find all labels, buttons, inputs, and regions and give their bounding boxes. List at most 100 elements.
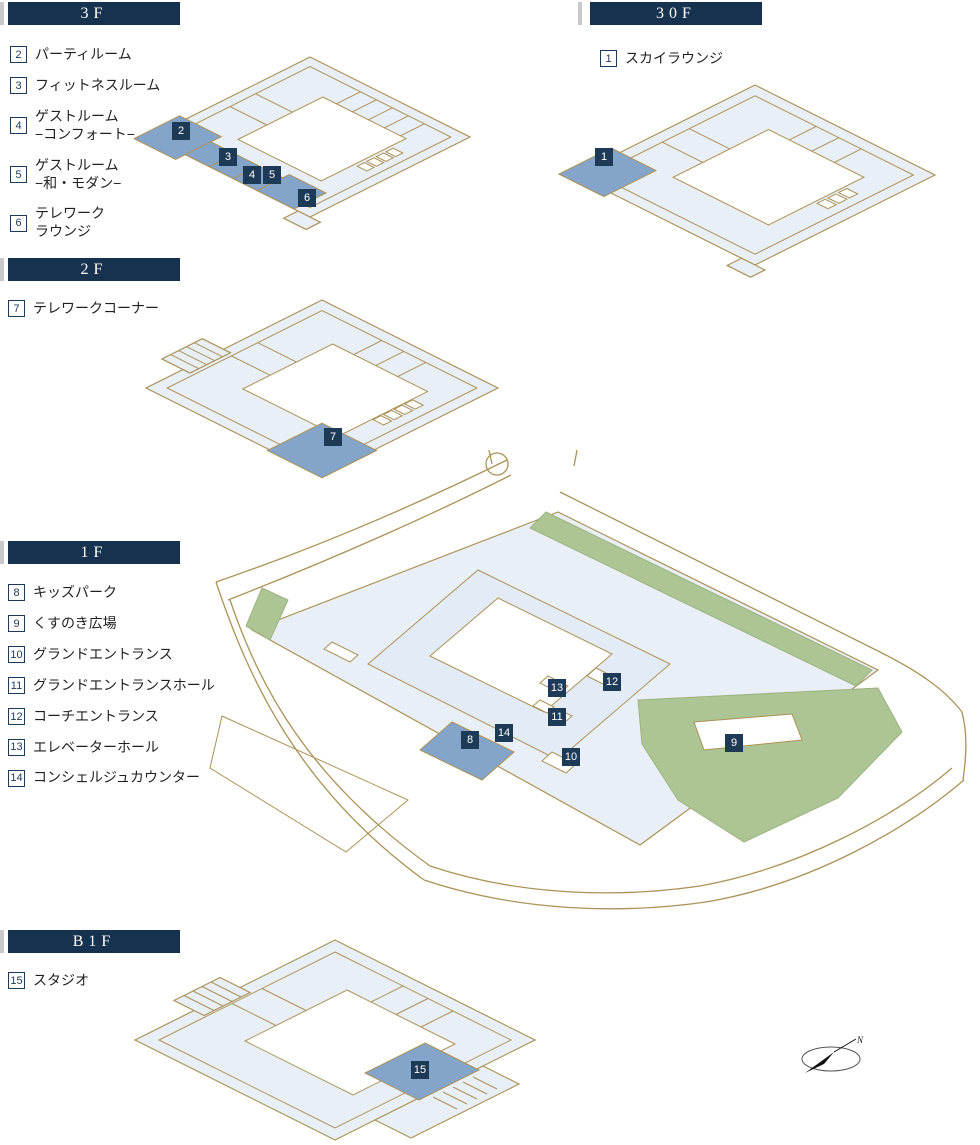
legend-number-box: 4 [10, 117, 27, 135]
legend-number-box: 11 [8, 677, 25, 695]
decorative-tick [0, 541, 4, 564]
legend-item-elevator-hall: 13 エレベーターホール [8, 739, 159, 757]
courtyard-30f [673, 130, 864, 225]
floor-plan-30f [558, 80, 950, 270]
legend-item-grand-entrance-hall: 11 グランドエントランスホール [8, 677, 215, 695]
floor-header-b1f: B1F [8, 930, 180, 953]
stair-protrusion [727, 258, 765, 277]
legend-item-guest-room-modern: 5 ゲストルーム −和・モダン− [10, 157, 121, 193]
courtyard-3f [238, 97, 406, 181]
compass-ellipse [802, 1047, 860, 1071]
map-marker-3: 3 [219, 148, 237, 166]
compass-north-label: N [856, 1035, 864, 1045]
map-marker-8: 8 [461, 731, 479, 749]
courtyard-2f [243, 344, 428, 436]
decorative-tick [0, 2, 4, 25]
legend-item-telework-lounge: 6 テレワーク ラウンジ [10, 205, 105, 241]
legend-label: エレベーターホール [33, 738, 159, 755]
legend-label: コンシェルジュカウンター [33, 769, 201, 786]
legend-1f: 8 キッズパーク 9 くすのき広場 10 グランドエントランス 11 グランドエ… [8, 584, 215, 800]
legend-label: テレワークコーナー [33, 300, 159, 316]
stair-hatch-block [162, 339, 231, 373]
main-building-1f [324, 570, 670, 780]
map-marker-4: 4 [243, 166, 261, 184]
unit-row [817, 189, 858, 209]
roads [216, 450, 966, 909]
legend-label: くすのき広場 [33, 614, 117, 631]
legend-number-box: 8 [8, 584, 25, 602]
map-marker-5: 5 [263, 166, 281, 184]
legend-item-coach-entrance: 12 コーチエントランス [8, 708, 159, 726]
legend-number-box: 9 [8, 615, 25, 633]
site-plan-1f [205, 448, 980, 918]
legend-item-kids-park: 8 キッズパーク [8, 584, 117, 602]
room-division-lines [232, 952, 453, 1063]
legend-label: フィットネスルーム [35, 76, 161, 93]
legend-number-box: 5 [10, 166, 27, 184]
compass: N [798, 1035, 864, 1073]
legend-item-fitness-room: 3 フィットネスルーム [10, 77, 160, 95]
legend-item-guest-room-comfort: 4 ゲストルーム −コンフォート− [10, 108, 135, 144]
legend-number-box: 10 [8, 646, 25, 664]
map-marker-10: 10 [562, 748, 580, 766]
map-marker-11: 11 [548, 708, 566, 726]
legend-label: グランドエントランス [33, 645, 173, 662]
legend-number-box: 12 [8, 708, 25, 726]
green-strip-top-right [530, 512, 872, 686]
legend-number-box: 15 [8, 972, 25, 990]
legend-label: スカイラウンジ [625, 50, 723, 66]
north-arrow-icon [805, 1052, 834, 1073]
legend-3f: 2 パーティルーム 3 フィットネスルーム 4 ゲストルーム −コンフォート− … [10, 46, 160, 254]
map-marker-7: 7 [324, 428, 342, 446]
legend-2f: 7 テレワークコーナー [8, 300, 159, 331]
legend-item-sky-lounge: 1 スカイラウンジ [600, 50, 723, 68]
legend-item-concierge-counter: 14 コンシェルジュカウンター [8, 769, 200, 787]
legend-item-studio: 15 スタジオ [8, 972, 89, 990]
legend-label: テレワーク ラウンジ [35, 205, 105, 240]
legend-label: グランドエントランスホール [33, 676, 215, 693]
map-marker-14: 14 [495, 724, 513, 742]
room-division-lines [230, 67, 424, 164]
floor-plan-2f [138, 295, 506, 487]
floor-header-1f: 1F [8, 541, 180, 564]
compass-needle-line [834, 1039, 856, 1052]
decorative-tick [0, 930, 4, 953]
decorative-tick [578, 2, 582, 25]
map-marker-2: 2 [172, 122, 190, 140]
legend-label: ゲストルーム −コンフォート− [35, 107, 135, 142]
corridor-line [167, 311, 477, 466]
legend-item-telework-corner: 7 テレワークコーナー [8, 300, 159, 318]
basement-protrusion [375, 1066, 519, 1138]
highlight-room-telework-corner [267, 423, 376, 478]
legend-label: パーティルーム [35, 46, 132, 62]
legend-label: ゲストルーム −和・モダン− [35, 156, 122, 191]
kusunoki-plaza-green [638, 688, 902, 842]
stair-hatch-block [324, 642, 358, 662]
map-marker-13: 13 [548, 679, 566, 697]
legend-b1f: 15 スタジオ [8, 972, 89, 1003]
legend-number-box: 1 [600, 50, 617, 68]
legend-number-box: 13 [8, 738, 25, 756]
legend-number-box: 7 [8, 300, 25, 318]
legend-number-box: 14 [8, 769, 25, 787]
map-marker-1: 1 [595, 148, 613, 166]
plaza-building-part [694, 714, 802, 750]
legend-number-box: 6 [10, 214, 27, 232]
legend-number-box: 2 [10, 46, 27, 64]
forecourt-area [210, 716, 408, 852]
stair-protrusion [284, 211, 321, 229]
room-division-lines [231, 311, 425, 408]
legend-item-party-room: 2 パーティルーム [10, 46, 132, 64]
legend-number-box: 3 [10, 77, 27, 95]
highlight-kids-park [420, 722, 514, 780]
green-strip-left [246, 588, 288, 640]
legend-30f: 1 スカイラウンジ [600, 50, 723, 81]
floor-plan-b1f [123, 935, 547, 1145]
map-marker-9: 9 [725, 734, 743, 752]
legend-item-grand-entrance: 10 グランドエントランス [8, 646, 173, 664]
corridor-line [597, 96, 914, 254]
unit-row [373, 400, 423, 425]
room-division-lines [662, 96, 861, 195]
legend-item-kusunoki-plaza: 9 くすのき広場 [8, 615, 117, 633]
